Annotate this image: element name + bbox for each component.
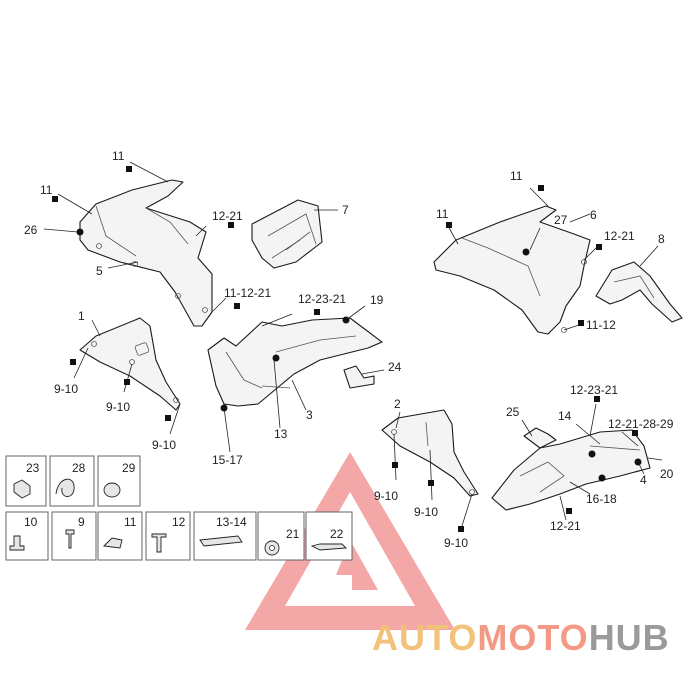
legend-box: 13-14	[193, 511, 257, 561]
callout-label: 12-23-21	[298, 292, 346, 306]
callout-label: 12-21	[604, 229, 635, 243]
push-rivet-icon	[151, 533, 167, 553]
legend-box: 29	[97, 455, 141, 507]
center-belly-pan	[207, 317, 383, 407]
callout-label: 12-21	[550, 519, 581, 533]
hardware-legend-row2: 10 9 11 12 13-14 21	[5, 511, 353, 561]
legend-box: 9	[51, 511, 97, 561]
callout-label: 11-12-21	[224, 286, 271, 300]
legend-box: 22	[305, 511, 353, 561]
legend-label: 13-14	[216, 515, 247, 529]
callout-label: 4	[640, 473, 647, 487]
clip-nut-icon	[103, 537, 123, 549]
callout-label: 19	[370, 293, 384, 307]
legend-label: 22	[330, 527, 344, 541]
callout-label: 7	[342, 203, 349, 217]
legend-label: 10	[24, 515, 38, 529]
callout-label: 15-17	[212, 453, 243, 467]
callout-label: 26	[24, 223, 38, 237]
callout-label: 9-10	[374, 489, 398, 503]
callout-label: 3	[306, 408, 313, 422]
legend-label: 21	[286, 527, 300, 541]
callout-label: 8	[658, 232, 665, 246]
callout-label: 9-10	[54, 382, 78, 396]
legend-box: 28	[49, 455, 95, 507]
callout-label: 14	[558, 409, 572, 423]
watermark-text-part: MOTO	[477, 617, 588, 658]
callout-label: 11	[436, 207, 449, 221]
callout-label: 9-10	[152, 438, 176, 452]
callout-label: 24	[388, 360, 402, 374]
watermark-triangle	[245, 452, 455, 630]
left-inner-panel	[79, 317, 181, 411]
hardware-legend-row1: 23 28 29	[5, 455, 141, 507]
callout-label: 16-18	[586, 492, 617, 506]
callout-label: 9-10	[106, 400, 130, 414]
callout-label: 6	[590, 208, 597, 222]
bolt-icon	[65, 529, 75, 549]
watermark-text-part: AUTO	[372, 617, 477, 658]
legend-label: 12	[172, 515, 186, 529]
watermark-text-part: HUB	[589, 617, 670, 658]
callout-label: 5	[96, 264, 103, 278]
callout-label: 12-21	[212, 209, 243, 223]
watermark-text: AUTOMOTOHUB	[372, 617, 670, 658]
callout-label: 13	[274, 427, 288, 441]
callout-label: 12-21-28-29	[608, 417, 674, 431]
air-duct-part	[251, 199, 323, 269]
right-bracket-part	[595, 261, 683, 323]
grommet-icon	[103, 482, 121, 498]
right-belly-pan	[491, 427, 651, 511]
legend-box: 11	[97, 511, 143, 561]
legend-box: 12	[145, 511, 191, 561]
callout-label: 11-12	[586, 318, 616, 332]
callout-label: 20	[660, 467, 674, 481]
legend-label: 11	[124, 515, 137, 529]
spring-clip-icon	[55, 478, 75, 497]
callout-label: 11	[112, 149, 125, 163]
right-upper-fairing	[433, 205, 591, 335]
bushing-icon	[9, 535, 25, 551]
legend-box: 21	[257, 511, 305, 561]
legend-box: 10	[5, 511, 49, 561]
leader-lines	[43, 161, 663, 527]
callout-label: 12-23-21	[570, 383, 618, 397]
screw-icon	[13, 479, 31, 499]
callout-label: 25	[506, 405, 520, 419]
left-upper-fairing	[79, 179, 213, 327]
callout-label: 2	[394, 397, 401, 411]
spacer-bar-icon	[310, 543, 348, 551]
callout-label: 1	[78, 309, 85, 323]
callout-label: 11	[40, 183, 53, 197]
callout-label: 11	[510, 169, 523, 183]
callout-label: 9-10	[414, 505, 438, 519]
legend-label: 23	[26, 461, 40, 475]
fastener-markers	[52, 166, 642, 532]
legend-box: 23	[5, 455, 47, 507]
legend-label: 29	[122, 461, 136, 475]
svg-text:AUTOMOTOHUB: AUTOMOTOHUB	[372, 617, 670, 658]
callout-labels: 11 11 26 12-21 5 7 11-12-21 1 9-10 9-10 …	[24, 149, 674, 550]
callout-label: 9-10	[444, 536, 468, 550]
callout-label: 27	[554, 213, 568, 227]
legend-label: 9	[78, 515, 85, 529]
adhesive-strip-icon	[199, 535, 243, 547]
legend-label: 28	[72, 461, 86, 475]
